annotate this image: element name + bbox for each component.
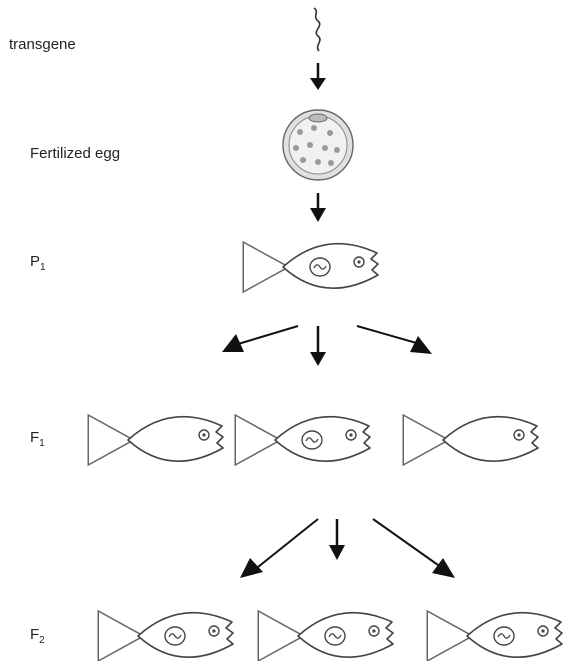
- f2-fish-2-transgenic: [260, 613, 393, 658]
- f1-fish-1-wildtype: [90, 417, 223, 462]
- arrows-f1-to-f2: [240, 519, 455, 578]
- transgene-icon: [314, 8, 320, 51]
- f2-fish-1-transgenic: [100, 613, 233, 658]
- arrow-transgene-to-egg: [310, 63, 326, 90]
- f2-fish-3-transgenic: [429, 613, 562, 658]
- fertilized-egg-icon: [283, 110, 353, 180]
- arrows-p1-to-f1: [222, 326, 432, 366]
- p1-fish-transgenic: [245, 244, 378, 289]
- f1-fish-3-wildtype: [405, 417, 538, 462]
- arrow-egg-to-p1: [310, 193, 326, 222]
- f1-fish-2-transgenic: [237, 417, 370, 462]
